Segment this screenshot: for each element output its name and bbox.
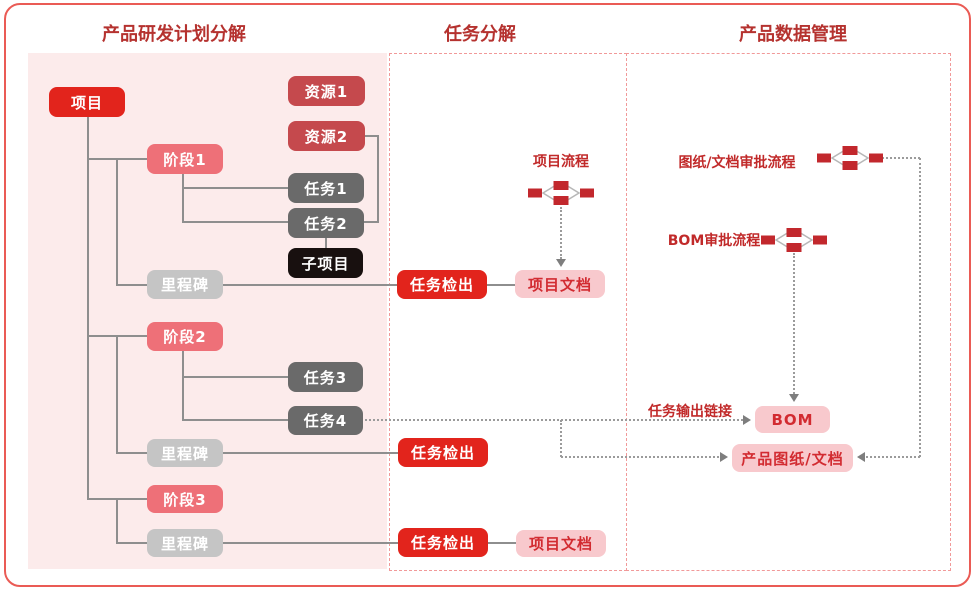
node-stage3: 阶段3 xyxy=(147,485,223,513)
task-breakdown-section xyxy=(389,53,627,571)
node-subproject: 子项目 xyxy=(288,248,363,278)
dotted-connector xyxy=(561,456,719,458)
connector-line xyxy=(116,542,147,544)
task-output-link-label: 任务输出链接 xyxy=(648,404,732,420)
node-milestone1: 里程碑 xyxy=(147,270,223,299)
outer-border xyxy=(4,3,971,587)
dotted-connector xyxy=(882,157,920,159)
header-product-data-mgmt: 产品数据管理 xyxy=(739,24,847,45)
connector-line xyxy=(116,498,118,543)
header-task-breakdown: 任务分解 xyxy=(444,24,516,45)
connector-line xyxy=(116,452,147,454)
connector-line xyxy=(377,135,379,223)
connector-line xyxy=(182,221,288,223)
workflow-icon xyxy=(761,228,827,252)
node-resource1: 资源1 xyxy=(288,76,365,106)
node-project: 项目 xyxy=(49,87,125,117)
connector-line xyxy=(182,174,184,223)
arrowhead xyxy=(556,259,566,267)
connector-line xyxy=(182,376,288,378)
connector-line xyxy=(364,221,379,223)
node-milestone2: 里程碑 xyxy=(147,439,223,467)
project-flow-label: 项目流程 xyxy=(533,154,589,170)
product-data-section xyxy=(626,53,951,571)
node-task1: 任务1 xyxy=(288,173,364,203)
dotted-connector xyxy=(919,158,921,457)
connector-line xyxy=(223,542,398,544)
drawing-approval-flow-label: 图纸/文档审批流程 xyxy=(678,155,796,171)
node-task2: 任务2 xyxy=(288,208,364,238)
header-plan-breakdown: 产品研发计划分解 xyxy=(102,24,246,45)
node-product-drawing-doc: 产品图纸/文档 xyxy=(732,444,853,472)
connector-line xyxy=(488,542,516,544)
node-resource2: 资源2 xyxy=(288,121,365,151)
dotted-connector xyxy=(560,420,562,457)
node-task-checkout-2: 任务检出 xyxy=(398,438,488,467)
node-task-checkout-3: 任务检出 xyxy=(398,528,488,557)
connector-line xyxy=(116,284,147,286)
node-task-checkout-1: 任务检出 xyxy=(397,270,487,299)
connector-line xyxy=(116,158,118,285)
node-project-doc-1: 项目文档 xyxy=(515,270,605,298)
arrowhead xyxy=(720,452,728,462)
arrowhead xyxy=(857,452,865,462)
dotted-connector xyxy=(560,207,562,259)
connector-line xyxy=(487,284,515,286)
node-bom: BOM xyxy=(755,406,830,433)
node-task3: 任务3 xyxy=(288,362,363,392)
connector-line xyxy=(223,452,398,454)
dotted-connector xyxy=(793,253,795,394)
arrowhead xyxy=(743,415,751,425)
dotted-connector xyxy=(866,456,920,458)
connector-line xyxy=(116,335,118,454)
workflow-icon xyxy=(528,181,594,205)
node-stage2: 阶段2 xyxy=(147,322,223,351)
connector-line xyxy=(182,187,288,189)
connector-line xyxy=(365,135,379,137)
arrowhead xyxy=(789,394,799,402)
workflow-icon xyxy=(817,146,883,170)
node-stage1: 阶段1 xyxy=(147,144,223,174)
node-project-doc-2: 项目文档 xyxy=(516,530,606,557)
connector-line xyxy=(87,117,89,499)
node-task4: 任务4 xyxy=(288,406,363,435)
connector-line xyxy=(223,284,397,286)
connector-line xyxy=(325,238,327,248)
bom-approval-flow-label: BOM审批流程 xyxy=(667,233,761,249)
connector-line xyxy=(182,419,288,421)
connector-line xyxy=(182,351,184,421)
node-milestone3: 里程碑 xyxy=(147,529,223,557)
dotted-connector xyxy=(365,419,743,421)
